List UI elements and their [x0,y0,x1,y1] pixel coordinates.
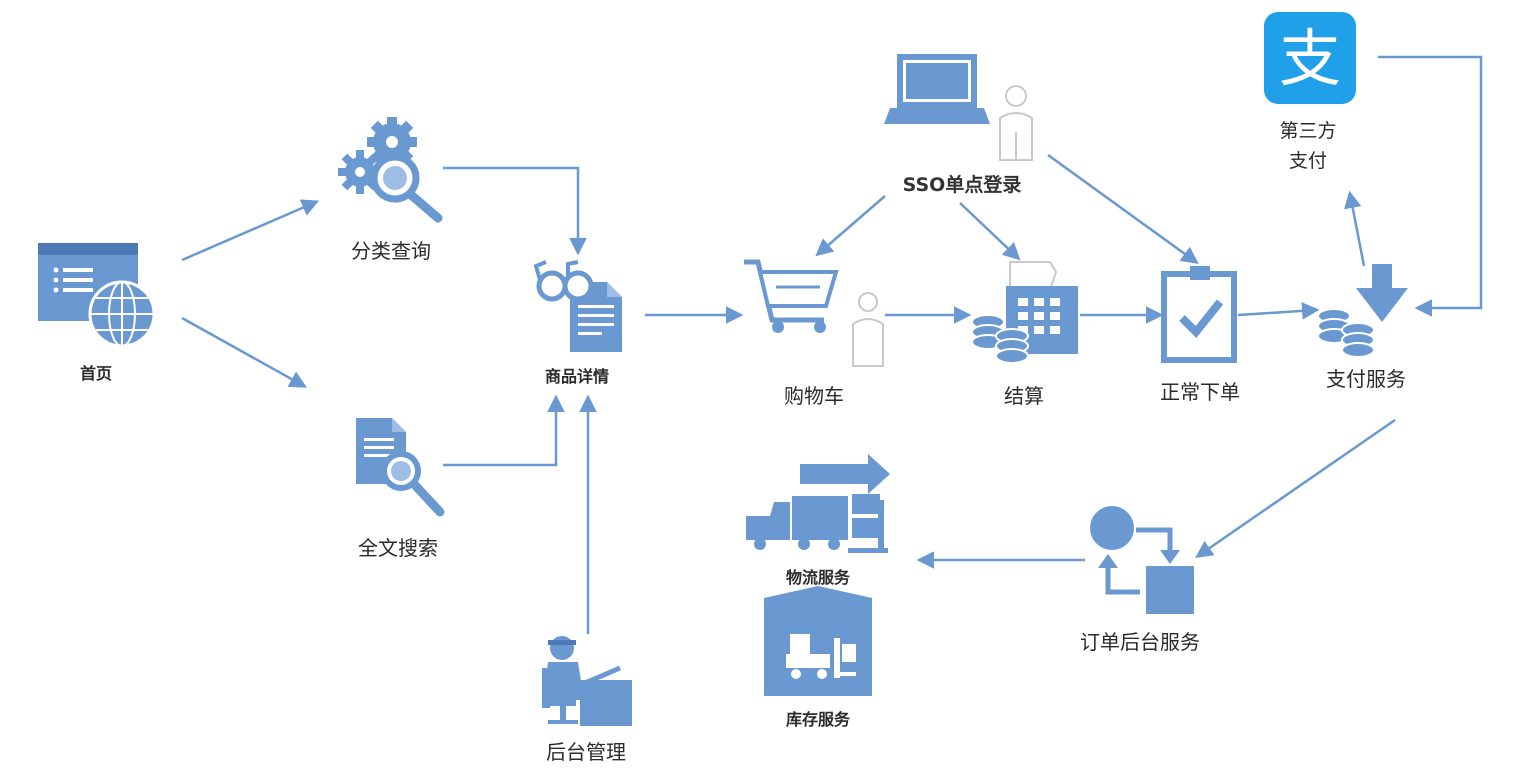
gears-search-icon [338,117,443,223]
third-party-line1: 第三方 [1279,120,1337,142]
arrow-home-to-search [181,316,308,388]
coins-download-icon [1317,264,1408,358]
node-logistics-label: 物流服务 [785,568,851,587]
node-category-query-label: 分类查询 [351,239,431,263]
node-payment-service-label: 支付服务 [1326,367,1406,391]
node-third-party-pay-label: 第三方 支付 [1279,116,1336,176]
node-home-label: 首页 [79,364,113,383]
order-cycle-icon [1090,506,1194,614]
arrow-payment-to-orderbackend [1195,418,1396,558]
arrow-search-to-detail [443,394,565,467]
alipay-glyph: 支 [1279,22,1341,95]
arrow-sso-to-order [1047,153,1199,265]
node-product-detail-label: 商品详情 [544,367,610,386]
node-order-backend-label: 订单后台服务 [1080,630,1200,654]
truck-icon [746,454,890,553]
arrow-category-to-detail [443,166,587,256]
flow-arrows [181,55,1483,634]
clipboard-check-icon [1161,266,1237,363]
laptop-user-icon [884,54,1033,161]
node-normal-order-label: 正常下单 [1160,380,1240,404]
arrow-payment-to-thirdparty [1344,190,1366,267]
glasses-document-icon [533,260,622,352]
arrow-home-to-category [181,199,320,262]
node-inventory-label: 库存服务 [785,710,851,729]
document-search-icon [356,418,445,517]
arrow-sso-to-cart [815,195,886,257]
office-worker-icon [542,636,632,726]
node-backend-mgmt-label: 后台管理 [546,740,626,764]
node-cart-label: 购物车 [784,384,844,408]
node-sso-label: SSO单点登录 [902,174,1022,196]
shopping-cart-icon [744,259,884,367]
calculator-coins-icon [971,261,1078,364]
node-fulltext-search-label: 全文搜索 [358,536,438,560]
arrow-sso-to-checkout [959,202,1021,261]
browser-globe-icon [38,243,156,348]
node-checkout-label: 结算 [1004,384,1044,408]
alipay-icon: 支 [1264,12,1356,104]
arrow-thirdparty-to-payment [1378,55,1483,317]
arrow-order-to-payment [1237,302,1320,320]
warehouse-forklift-icon [764,586,872,696]
third-party-line2: 支付 [1288,150,1328,172]
